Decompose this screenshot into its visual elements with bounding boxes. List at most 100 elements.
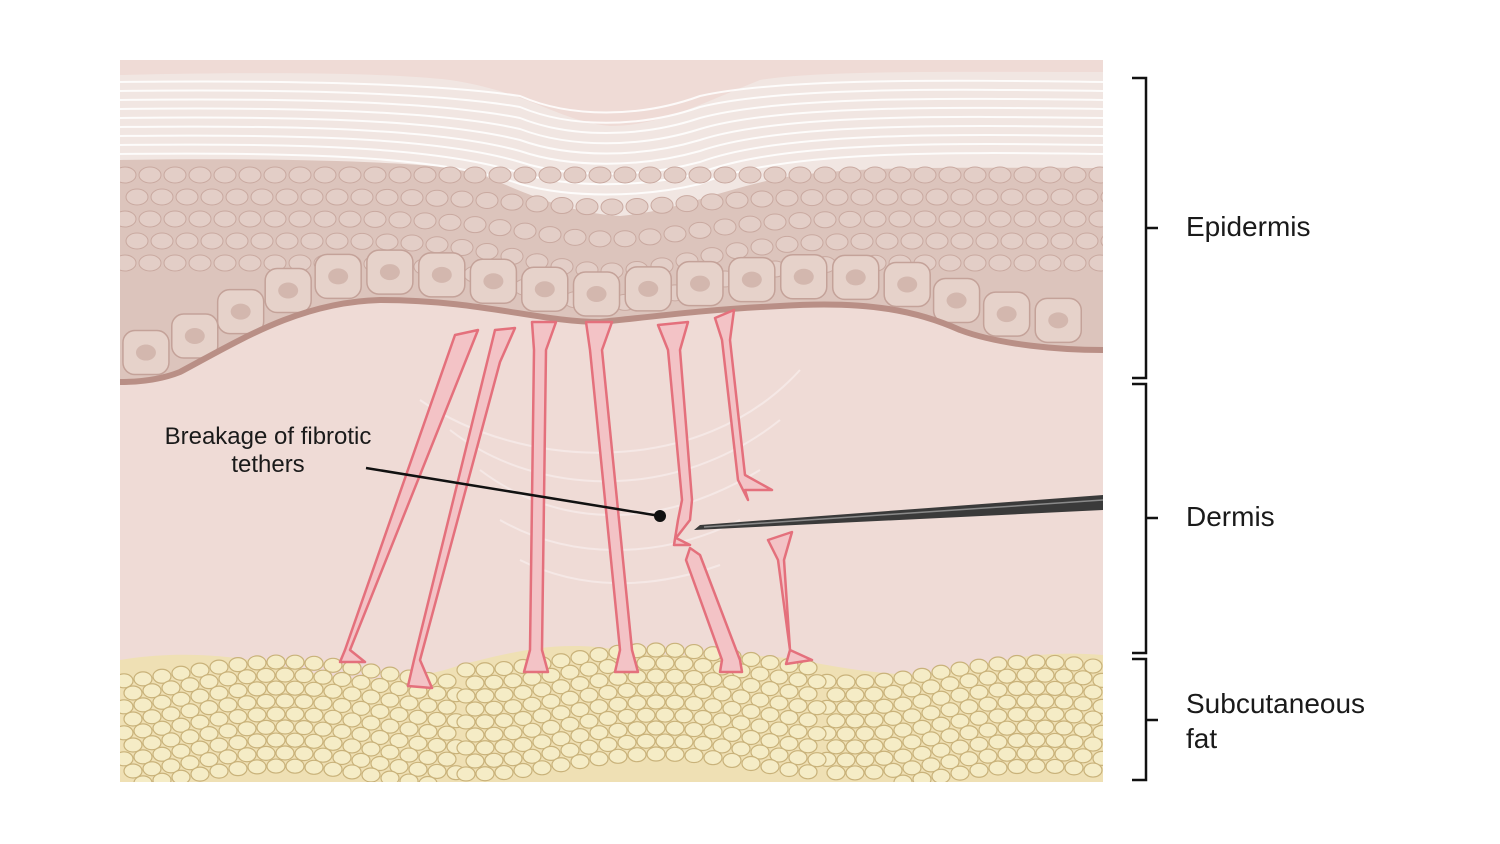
basal-cell-nucleus bbox=[741, 271, 762, 288]
fat-cell bbox=[494, 738, 514, 755]
fat-cell bbox=[750, 666, 770, 682]
fat-cell bbox=[237, 721, 257, 737]
fat-cell bbox=[304, 707, 324, 723]
basal-cell-nucleus bbox=[793, 268, 814, 285]
basal-cell-nucleus bbox=[278, 282, 299, 299]
fat-cell bbox=[1083, 762, 1103, 778]
fat-cell bbox=[589, 673, 609, 689]
corneum-streak bbox=[120, 106, 1103, 145]
fat-cell bbox=[389, 758, 409, 775]
spinous-cell bbox=[1013, 210, 1037, 228]
fat-cell bbox=[133, 775, 153, 782]
fat-cell bbox=[475, 766, 495, 782]
spinous-cell bbox=[1100, 191, 1103, 203]
fat-cell bbox=[978, 722, 998, 738]
fat-cell bbox=[560, 742, 580, 758]
fat-cell bbox=[418, 775, 438, 782]
spinous-cell bbox=[963, 254, 987, 272]
fat-cell bbox=[627, 747, 647, 763]
fat-cell bbox=[418, 697, 438, 714]
fat-cell bbox=[513, 710, 533, 727]
spinous-cell bbox=[713, 166, 737, 184]
fat-cell bbox=[912, 667, 932, 683]
fat-cell bbox=[323, 761, 343, 777]
callout-leader bbox=[365, 466, 661, 518]
fat-cell bbox=[161, 758, 181, 774]
fat-cell bbox=[693, 683, 713, 700]
fat-cell bbox=[285, 680, 305, 696]
fat-cell bbox=[418, 749, 438, 766]
spinous-cell bbox=[188, 254, 212, 272]
fat-cell bbox=[120, 751, 134, 767]
spinous-cell bbox=[925, 188, 949, 206]
fat-cell bbox=[256, 693, 276, 709]
fat-cell bbox=[969, 710, 989, 726]
fat-cell bbox=[760, 759, 780, 775]
corneum-streak bbox=[120, 79, 1103, 114]
fat-cell bbox=[380, 692, 400, 708]
fat-cell bbox=[361, 767, 381, 782]
fat-cell bbox=[674, 708, 694, 724]
spinous-cell bbox=[838, 166, 862, 184]
fat-cell bbox=[218, 749, 238, 765]
fat-cell bbox=[285, 654, 305, 670]
fat-cell bbox=[570, 754, 590, 770]
fat-cell bbox=[959, 725, 979, 741]
fat-cell bbox=[769, 669, 789, 685]
fat-cell bbox=[845, 713, 865, 729]
fat-cell bbox=[950, 687, 970, 703]
fat-cell bbox=[332, 723, 352, 740]
fat-cell bbox=[389, 706, 409, 723]
fat-cell bbox=[1045, 758, 1065, 775]
spinous-cell bbox=[988, 166, 1012, 184]
fat-cell bbox=[456, 714, 476, 730]
spinous-cells bbox=[120, 166, 1103, 312]
fat-cell bbox=[427, 763, 447, 780]
fat-cell bbox=[598, 736, 618, 753]
fat-cell bbox=[399, 695, 419, 711]
fat-cell bbox=[893, 774, 913, 782]
fat-cell bbox=[513, 736, 533, 753]
fat-cell bbox=[209, 685, 229, 701]
fat-cell bbox=[959, 751, 979, 767]
fat-cell bbox=[665, 720, 685, 736]
fat-cell bbox=[266, 680, 286, 696]
spinous-cell bbox=[938, 254, 962, 272]
fat-cell bbox=[456, 740, 476, 756]
fat-cell bbox=[570, 702, 590, 718]
fat-cell bbox=[218, 671, 238, 687]
fat-cell bbox=[494, 686, 514, 703]
label-subcutaneous-fat-line1: Subcutaneous bbox=[1186, 688, 1365, 719]
fat-cell bbox=[883, 710, 903, 726]
fat-cell bbox=[266, 654, 286, 670]
fat-cell bbox=[465, 675, 485, 691]
fat-cell bbox=[332, 697, 352, 714]
spinous-cell bbox=[413, 166, 437, 184]
spinous-cell bbox=[463, 166, 487, 184]
fat-cell bbox=[655, 707, 675, 723]
spinous-cell bbox=[1050, 188, 1074, 206]
basal-cell-nucleus bbox=[328, 268, 349, 285]
fat-cell bbox=[342, 712, 362, 728]
fat-cell bbox=[380, 666, 400, 682]
fat-cell bbox=[437, 673, 457, 689]
spinous-cell bbox=[400, 189, 424, 207]
fat-cell bbox=[1083, 710, 1103, 726]
fat-cell bbox=[931, 690, 951, 706]
fat-cell bbox=[636, 655, 656, 671]
fat-cell bbox=[256, 719, 276, 735]
basal-cell-nucleus bbox=[845, 269, 866, 286]
corneum-streak bbox=[120, 115, 1103, 155]
fat-cell bbox=[731, 715, 751, 731]
fat-cell bbox=[712, 686, 732, 702]
fat-cell bbox=[969, 658, 989, 674]
spinous-cell bbox=[788, 212, 812, 230]
fat-cell bbox=[256, 745, 276, 761]
fat-cell bbox=[256, 667, 276, 683]
fat-cell bbox=[475, 688, 495, 704]
fat-cell bbox=[294, 668, 314, 684]
spinous-cell bbox=[1038, 166, 1062, 184]
fat-cell bbox=[275, 745, 295, 761]
fat-cell bbox=[408, 709, 428, 725]
spinous-cell bbox=[788, 166, 812, 184]
